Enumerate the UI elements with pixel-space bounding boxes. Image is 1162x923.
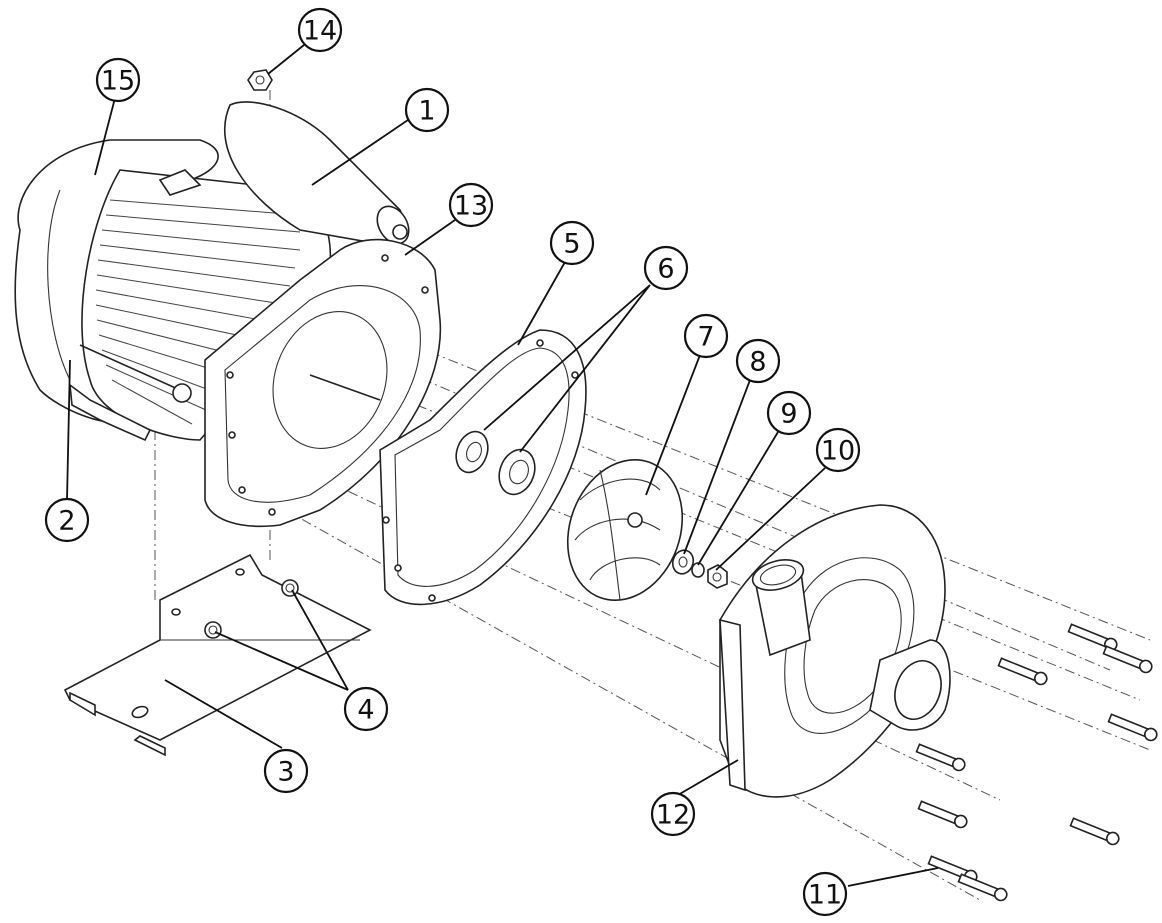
callout-14: 14 (297, 7, 343, 53)
callout-10: 10 (815, 427, 861, 473)
impeller-washer (671, 549, 695, 575)
callout-8: 8 (735, 338, 781, 384)
callout-8-label: 8 (749, 347, 766, 378)
callout-3: 3 (263, 748, 309, 794)
shaft-seals (455, 430, 536, 496)
callout-7-label: 7 (697, 322, 714, 353)
callout-11: 11 (802, 871, 848, 917)
callout-1: 1 (404, 87, 450, 133)
callout-2: 2 (44, 497, 90, 543)
callout-5: 5 (549, 220, 595, 266)
leader-lines (66, 44, 939, 887)
callout-13-label: 13 (454, 191, 488, 222)
callout-4: 4 (343, 686, 389, 732)
callout-7: 7 (683, 313, 729, 359)
callout-11-label: 11 (808, 880, 842, 911)
callout-9-label: 9 (780, 399, 797, 430)
callout-13: 13 (448, 182, 494, 228)
base-plate (63, 553, 372, 757)
callout-5-label: 5 (563, 229, 580, 260)
callout-1-label: 1 (418, 96, 435, 127)
lock-washer (691, 562, 705, 578)
base-mount-bracket (69, 383, 152, 442)
callout-14-label: 14 (303, 16, 337, 47)
callout-10-label: 10 (821, 436, 855, 467)
callout-12-label: 12 (656, 800, 690, 831)
callout-6: 6 (643, 245, 689, 291)
top-nut (247, 69, 273, 91)
callout-4-label: 4 (357, 695, 374, 726)
callout-6-label: 6 (657, 254, 674, 285)
impeller-nut (707, 564, 728, 589)
housing-screws (915, 623, 1158, 902)
callout-15-label: 15 (101, 66, 135, 97)
gasket-plate (379, 329, 587, 606)
callout-3-label: 3 (277, 757, 294, 788)
impeller (566, 458, 684, 602)
callout-15: 15 (95, 57, 141, 103)
callout-9: 9 (766, 390, 812, 436)
pump-housing (719, 504, 951, 798)
callout-2-label: 2 (58, 506, 75, 537)
capacitor (224, 101, 410, 246)
callout-12: 12 (650, 791, 696, 837)
